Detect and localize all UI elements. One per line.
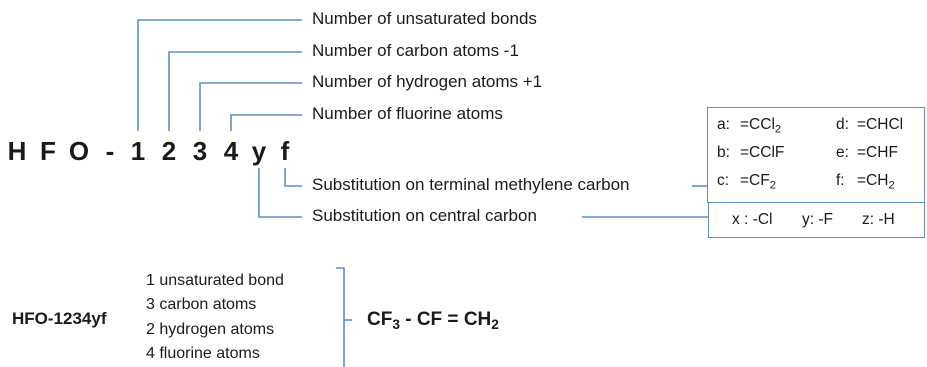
terminal-key-e: e: (836, 144, 849, 161)
terminal-key-a: a: (717, 116, 730, 133)
terminal-key-c: c: (717, 172, 730, 189)
terminal-value-d: =CHCl (857, 116, 904, 133)
example-formula: CF3 - CF = CH2 (367, 309, 499, 333)
central-option-z: z: -H (862, 211, 895, 228)
central-option-x: x : -Cl (732, 211, 773, 228)
code-char-digit-4: 4 (223, 136, 239, 166)
code-char-f: f (280, 136, 290, 166)
example-name: HFO-1234yf (12, 309, 107, 328)
code-char: - (105, 136, 115, 166)
terminal-value-c: =CF2 (740, 172, 776, 192)
code-char: H (7, 136, 27, 166)
annotation-carbon-atoms: Number of carbon atoms -1 (312, 41, 519, 60)
terminal-key-f: f: (836, 172, 845, 189)
example-line-fluorine: 4 fluorine atoms (146, 345, 260, 362)
code-char-digit-2: 2 (161, 136, 177, 166)
central-substitution-box: x : -Cl y: -F z: -H (708, 202, 925, 238)
code-char-y: y (251, 136, 267, 166)
terminal-value-b: =CClF (740, 144, 785, 161)
example-bracket (336, 267, 345, 367)
connector-carbon-atoms (168, 51, 302, 131)
terminal-value-e: =CHF (857, 144, 898, 161)
connector-terminal-substitution (284, 168, 302, 187)
terminal-key-d: d: (836, 116, 849, 133)
code-char: O (68, 136, 90, 166)
annotation-unsaturated-bonds: Number of unsaturated bonds (312, 9, 537, 28)
terminal-substitution-box: a: =CCl2 b: =CClF c: =CF2 d: =CHCl e: =C… (707, 107, 925, 203)
connector-fluorine-atoms (230, 114, 302, 131)
annotation-fluorine-atoms: Number of fluorine atoms (312, 104, 503, 123)
annotation-central-substitution: Substitution on central carbon (312, 206, 537, 225)
terminal-key-b: b: (717, 144, 730, 161)
code-char-digit-1: 1 (130, 136, 146, 166)
example-line-unsaturated: 1 unsaturated bond (146, 272, 284, 289)
central-option-y: y: -F (802, 211, 833, 228)
example-line-carbon: 3 carbon atoms (146, 296, 257, 313)
code-char-digit-3: 3 (192, 136, 208, 166)
example-line-hydrogen: 2 hydrogen atoms (146, 321, 275, 338)
connector-central-substitution (258, 168, 302, 218)
connector-unsaturated-bonds (137, 19, 302, 131)
annotation-terminal-substitution: Substitution on terminal methylene carbo… (312, 175, 630, 194)
code-char: F (40, 136, 56, 166)
terminal-value-a: =CCl2 (740, 116, 782, 136)
connector-hydrogen-atoms (199, 82, 302, 131)
terminal-value-f: =CH2 (857, 172, 895, 192)
annotation-hydrogen-atoms: Number of hydrogen atoms +1 (312, 72, 543, 91)
